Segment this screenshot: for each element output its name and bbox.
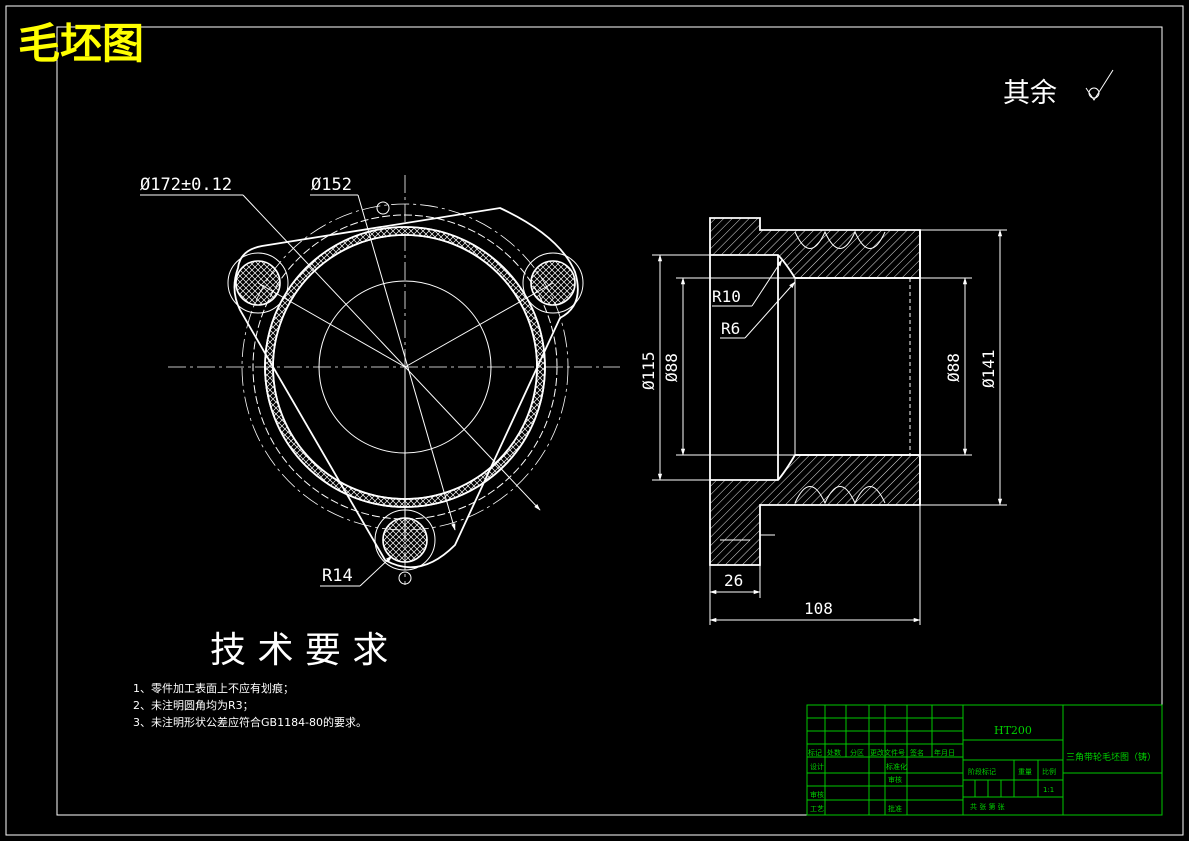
tb-r-approve: 批准: [888, 804, 902, 813]
tb-r-design: 设计: [810, 762, 824, 771]
tb-r-review: 审核: [888, 775, 902, 784]
tb-h-count: 处数: [827, 748, 841, 757]
tb-r-std: 标准化: [886, 762, 907, 771]
dim-r14: R14: [322, 566, 353, 586]
dim-d115: Ø115: [639, 351, 658, 390]
dim-r6: R6: [721, 319, 740, 338]
front-view: [140, 175, 620, 587]
tb-h-sign: 签名: [910, 748, 924, 757]
dim-108: 108: [804, 599, 833, 618]
tb-h-date: 年月日: [934, 748, 955, 757]
tb-weight-label: 重量: [1018, 768, 1032, 776]
dim-26: 26: [724, 571, 743, 590]
roughness-note: 其余: [1003, 78, 1057, 109]
tb-h-mark: 标记: [808, 748, 822, 757]
tech-req-heading: 技 术 要 求: [210, 630, 388, 671]
tb-sheets-label: 共 张 第 张: [970, 802, 1005, 811]
dim-d88-right: Ø88: [944, 353, 963, 382]
tb-part-name: 三角带轮毛坯图（铸）: [1066, 751, 1156, 763]
tech-note-1: 1、零件加工表面上不应有划痕；: [133, 681, 294, 695]
dim-d152: Ø152: [311, 175, 352, 195]
tb-r-craft: 工艺: [810, 805, 824, 813]
outer-border: [5, 5, 1184, 836]
inner-frame: [56, 26, 1163, 816]
tb-scale-label: 比例: [1042, 767, 1056, 776]
tech-note-2: 2、未注明圆角均为R3；: [133, 698, 254, 712]
tb-material: HT200: [994, 724, 1032, 737]
dim-r10: R10: [712, 287, 741, 306]
tb-stage-label: 阶段标记: [968, 767, 996, 776]
dim-d141: Ø141: [979, 349, 998, 388]
tb-scale-value: 1:1: [1043, 786, 1054, 794]
tb-h-docno: 更改文件号: [870, 748, 905, 757]
side-view: [652, 217, 1007, 625]
drawing-title: 毛坯图: [18, 19, 144, 68]
tb-h-zone: 分区: [850, 748, 864, 757]
roughness-symbol-icon: [1085, 69, 1114, 101]
dim-d172: Ø172±0.12: [140, 175, 232, 195]
tech-note-3: 3、未注明形状公差应符合GB1184-80的要求。: [133, 715, 367, 729]
tb-r-check: 审核: [810, 790, 824, 799]
title-block: [806, 704, 1163, 816]
dim-d88-left: Ø88: [662, 353, 681, 382]
